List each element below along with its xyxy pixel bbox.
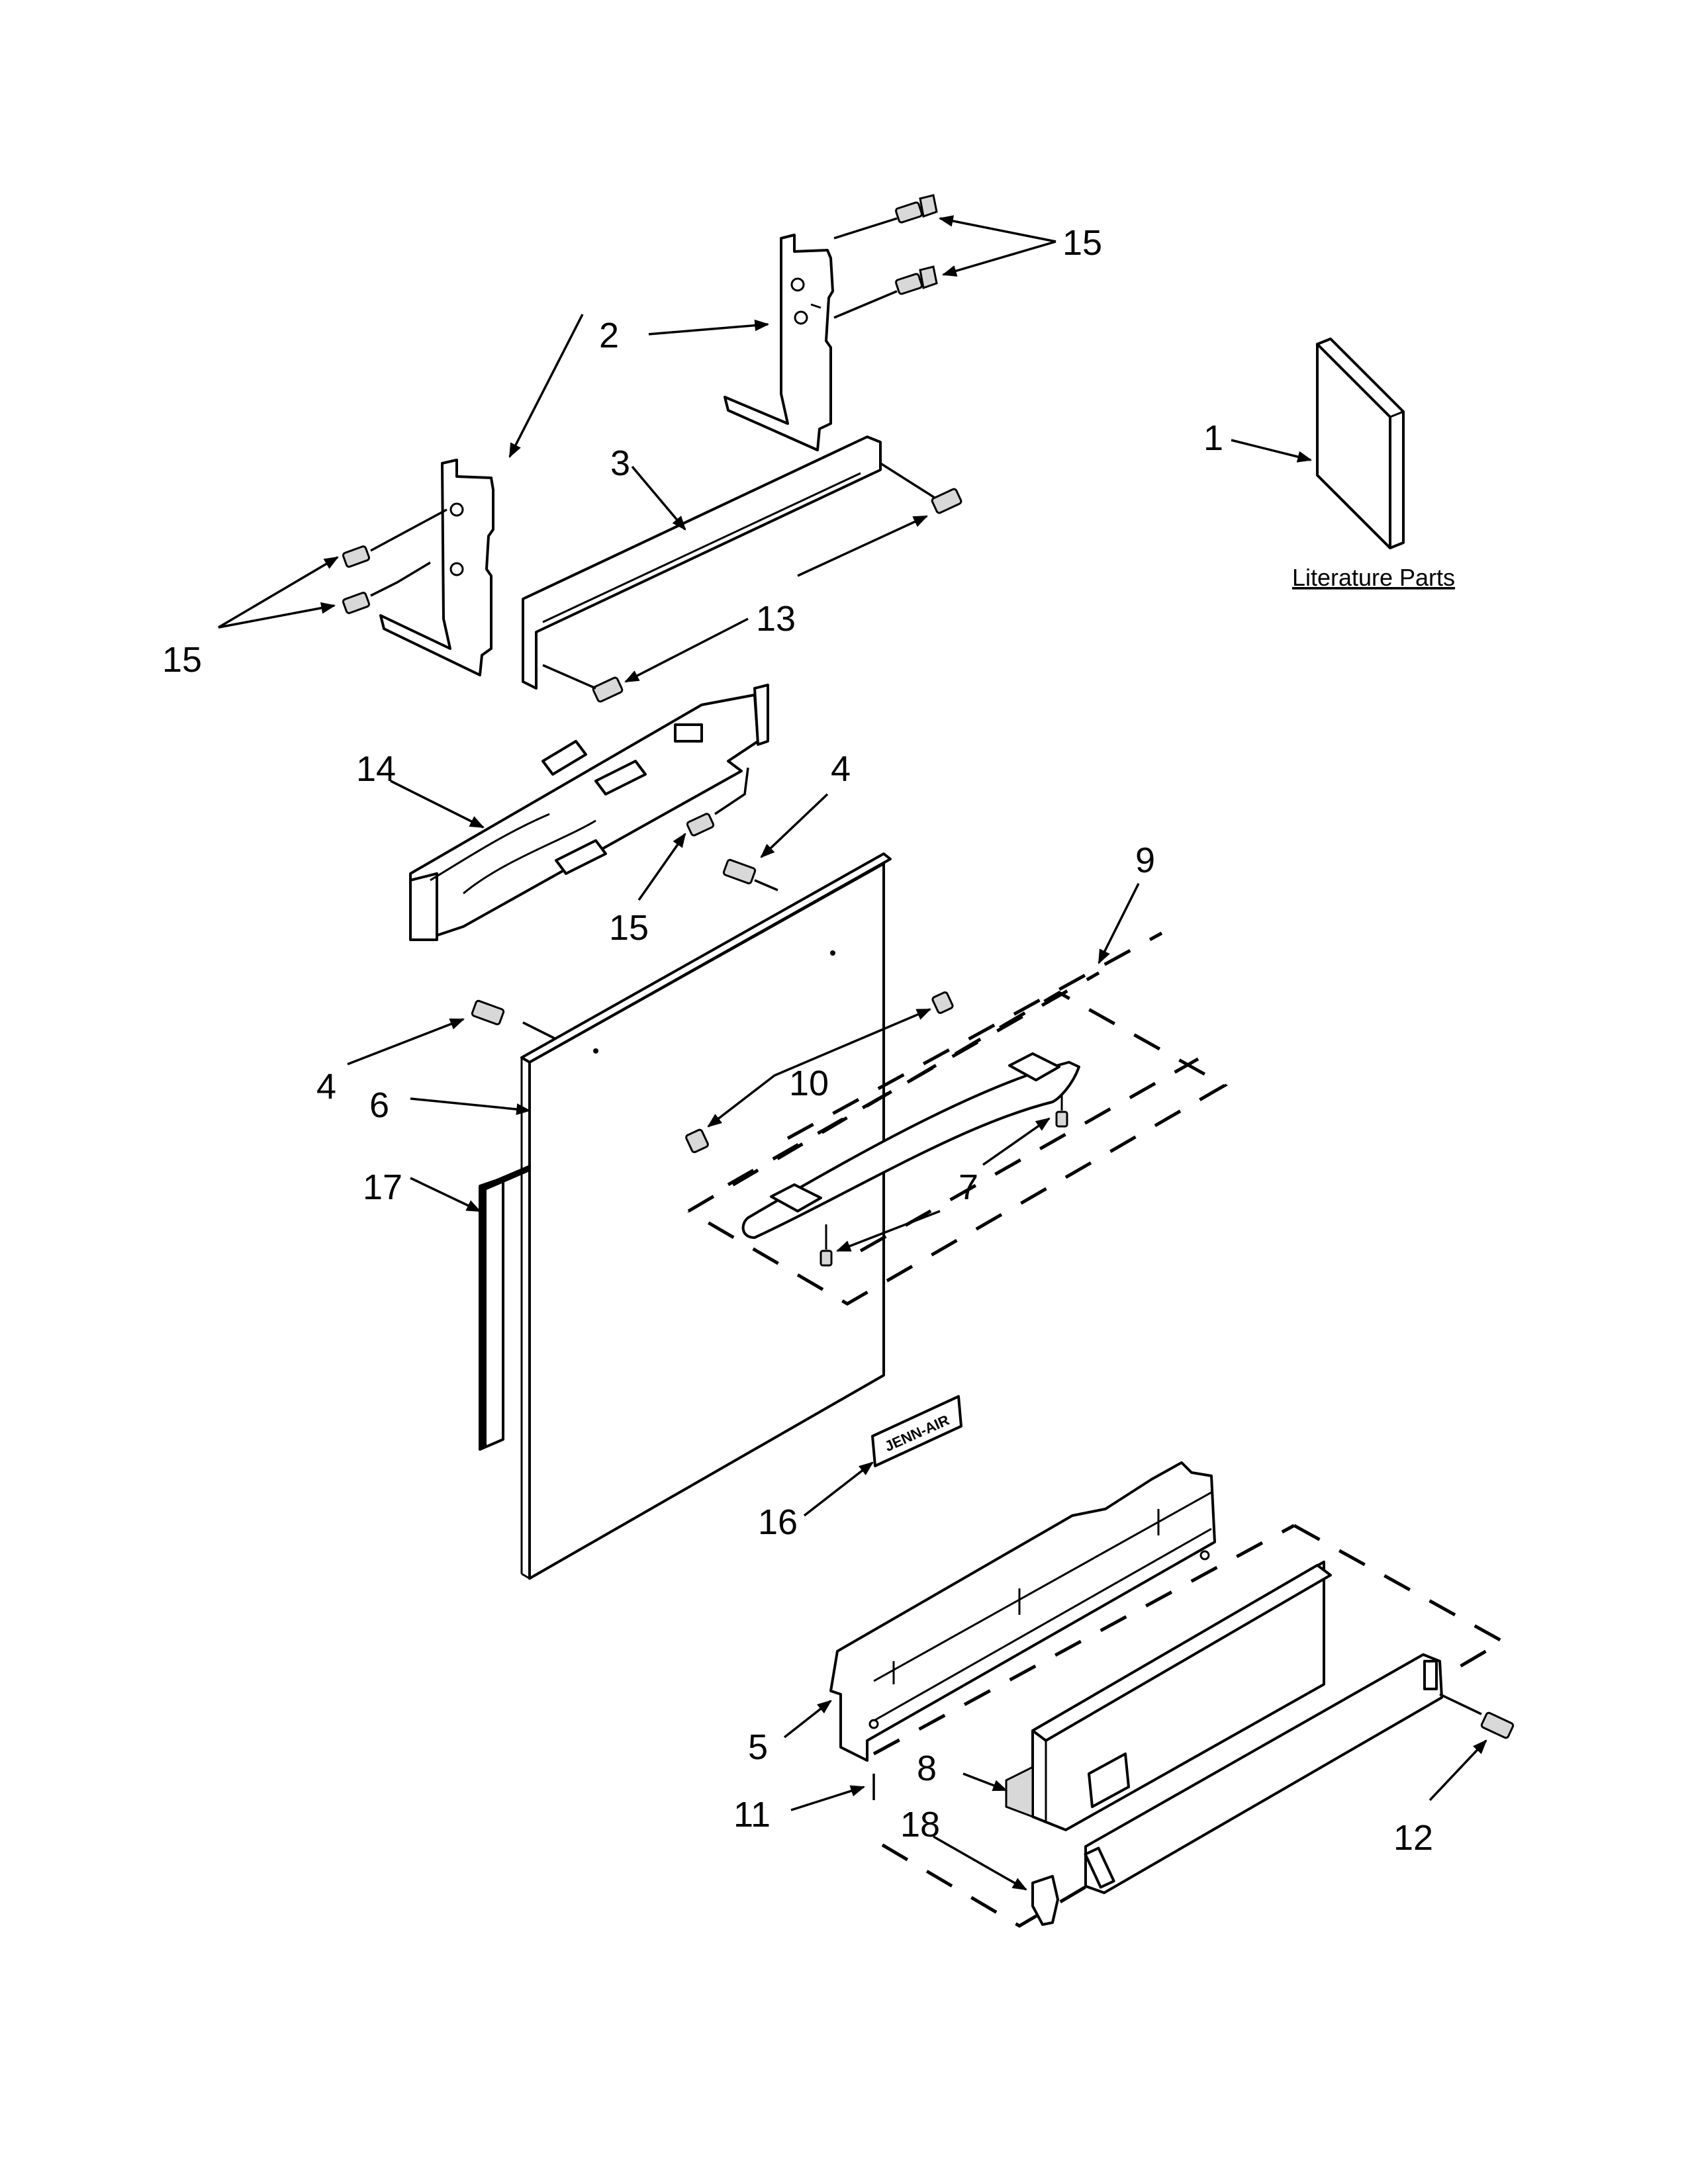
callout-15-left: 15 (162, 640, 202, 680)
outer-door-panel (520, 852, 892, 1580)
callout-15-middle: 15 (609, 908, 649, 948)
callout-12: 12 (1393, 1818, 1433, 1858)
screw-13-left (542, 664, 624, 703)
callout-2: 2 (599, 316, 619, 355)
literature-parts-label: Literature Parts (1292, 564, 1455, 591)
door-gasket (479, 1165, 530, 1451)
kickplate-clip (1031, 1875, 1059, 1926)
door-handle (741, 1052, 1080, 1239)
screw-4-right (722, 858, 778, 891)
callout-11: 11 (733, 1795, 771, 1835)
screw-12 (1439, 1693, 1515, 1739)
callout-16: 16 (758, 1502, 798, 1542)
set-screw-left (820, 1224, 833, 1267)
screw-15-middle (686, 767, 749, 837)
brand-badge: JENN-AIR (871, 1395, 962, 1467)
screw-13-right (880, 462, 962, 514)
screw-4-left (471, 999, 557, 1040)
toe-kick-bracket (829, 1461, 1216, 1762)
callout-17: 17 (363, 1167, 402, 1207)
handle-kit-outline (687, 931, 1229, 1306)
callout-3: 3 (610, 443, 630, 483)
callout-7: 7 (959, 1167, 978, 1207)
upper-right-bracket (724, 234, 834, 451)
toe-kick-panel (1084, 1653, 1443, 1894)
callout-4-lower: 4 (316, 1067, 336, 1107)
screw-15-top-upper (833, 194, 938, 240)
callout-4-upper: 4 (831, 749, 851, 789)
toe-kick-insulation (1005, 1561, 1332, 1831)
callout-6: 6 (369, 1085, 389, 1125)
screw-15-left-upper (342, 508, 447, 568)
callout-15-top: 15 (1062, 223, 1102, 263)
literature-booklet (1316, 338, 1405, 549)
screw-15-top-lower (833, 265, 938, 319)
leader-lines (218, 215, 1487, 1891)
latch-assembly (409, 684, 769, 941)
callout-8: 8 (917, 1749, 937, 1788)
screw-15-left-lower (342, 561, 431, 614)
handle-stud-lower (685, 1128, 709, 1154)
handle-stud-upper (931, 991, 954, 1015)
callout-14: 14 (356, 749, 396, 789)
callout-1: 1 (1203, 418, 1223, 458)
callout-13: 13 (756, 599, 796, 639)
set-screw-right (1055, 1092, 1068, 1128)
callout-9: 9 (1135, 841, 1155, 880)
callout-5: 5 (748, 1727, 768, 1767)
callout-18: 18 (900, 1805, 940, 1844)
upper-left-bracket (379, 459, 494, 676)
callout-10: 10 (789, 1064, 829, 1103)
support-bar (522, 435, 882, 690)
